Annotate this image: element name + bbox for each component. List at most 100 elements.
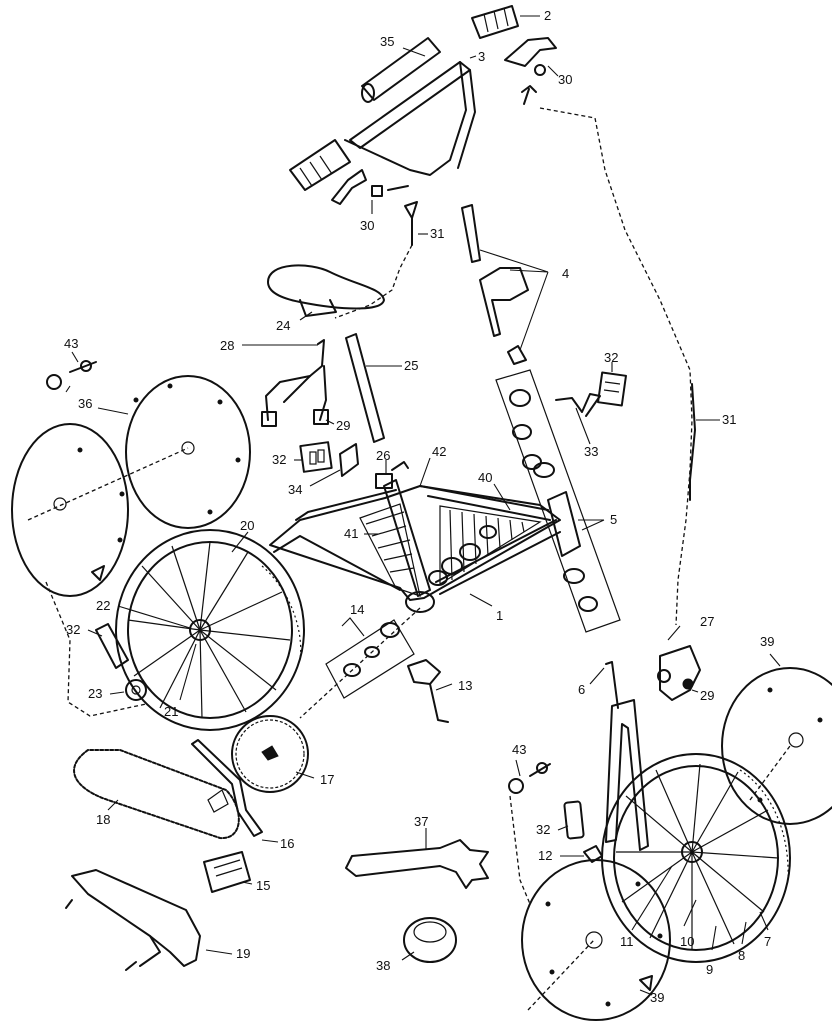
axle-nut-43-right (508, 762, 551, 905)
callout-28: 28 (220, 338, 234, 353)
seat-post (345, 333, 385, 443)
callout-34: 34 (288, 482, 302, 497)
callout-6: 6 (578, 682, 585, 697)
callout-32-upper: 32 (604, 350, 618, 365)
callout-30-right: 30 (558, 72, 572, 87)
callout-43-right: 43 (512, 742, 526, 757)
headset-parts-strip (495, 369, 621, 633)
callout-21: 21 (164, 704, 178, 719)
fork-6 (605, 661, 649, 851)
rear-caliper-brake (261, 339, 329, 427)
callout-5: 5 (610, 512, 617, 527)
reflector-32-seat (299, 441, 333, 473)
callout-7: 7 (764, 934, 771, 949)
pedal-15 (203, 851, 251, 893)
frame (269, 479, 581, 613)
callout-13: 13 (458, 678, 472, 693)
callout-41: 41 (344, 526, 358, 541)
callout-2: 2 (544, 8, 551, 23)
rear-wheel-guide (45, 581, 147, 717)
callout-30-left: 30 (360, 218, 374, 233)
kickstand-13 (407, 659, 449, 723)
brake-lever-right (504, 37, 557, 105)
rear-wheel-guard-36 (11, 375, 251, 597)
frame-gusset-41 (359, 503, 421, 597)
callout-8: 8 (738, 948, 745, 963)
handlebar-grip-right (471, 5, 519, 39)
seat-clamp-26 (375, 461, 409, 489)
stem-clamp (479, 267, 529, 365)
callout-39-right: 39 (760, 634, 774, 649)
hub-cap-38 (403, 917, 457, 963)
crank-arm-16 (191, 739, 263, 837)
callout-32-front: 32 (536, 822, 550, 837)
rear-sprocket-23 (125, 679, 147, 701)
callout-labels: 2 3 35 30 30 31 4 24 28 25 32 33 31 29 3… (64, 8, 781, 1005)
frame-gusset-40 (439, 505, 542, 586)
brake-lever-left (331, 169, 409, 205)
front-wheel-guard-39-lower (521, 859, 671, 1021)
wrench-37 (345, 839, 489, 889)
front-brake-cable-solid (689, 383, 696, 501)
reflector-32-upper (597, 371, 627, 407)
rear-brake-cable (334, 244, 413, 319)
callout-20: 20 (240, 518, 254, 533)
callout-25: 25 (404, 358, 418, 373)
callout-39-lower: 39 (650, 990, 664, 1005)
crank-guide-line (299, 607, 421, 719)
callout-17: 17 (320, 772, 334, 787)
callout-29-front: 29 (700, 688, 714, 703)
callout-40: 40 (478, 470, 492, 485)
axle-nut-43-left (46, 360, 97, 390)
callout-38: 38 (376, 958, 390, 973)
callout-1: 1 (496, 608, 503, 623)
callout-15: 15 (256, 878, 270, 893)
callout-37: 37 (414, 814, 428, 829)
callout-3: 3 (478, 49, 485, 64)
bottom-bracket-kit-14 (325, 619, 415, 699)
callout-35: 35 (380, 34, 394, 49)
callout-23: 23 (88, 686, 102, 701)
callout-33: 33 (584, 444, 598, 459)
chain-18 (73, 749, 240, 840)
reflector-32-front-wheel (563, 800, 585, 840)
callout-36: 36 (78, 396, 92, 411)
front-caliper-brake-27 (657, 645, 701, 701)
front-brake-cable (539, 107, 693, 626)
front-wheel-guard-39-right (721, 667, 832, 825)
callout-11: 11 (620, 934, 634, 949)
callout-27: 27 (700, 614, 714, 629)
callout-42: 42 (432, 444, 446, 459)
brake-cable-end (404, 201, 418, 246)
callout-10: 10 (680, 934, 694, 949)
callout-16: 16 (280, 836, 294, 851)
callout-32-rear: 32 (66, 622, 80, 637)
stem-bolt (461, 204, 481, 263)
callout-22: 22 (96, 598, 110, 613)
callout-9: 9 (706, 962, 713, 977)
callout-29-seat: 29 (336, 418, 350, 433)
callout-12: 12 (538, 848, 552, 863)
callout-24: 24 (276, 318, 290, 333)
callout-31-top: 31 (430, 226, 444, 241)
hub-washer-12 (583, 845, 603, 863)
handlebar-grip-left (289, 139, 351, 191)
callout-43-left: 43 (64, 336, 78, 351)
callout-18: 18 (96, 812, 110, 827)
chainring-17 (231, 715, 309, 793)
callout-19: 19 (236, 946, 250, 961)
callout-26: 26 (376, 448, 390, 463)
reflector-bracket-34 (339, 443, 359, 477)
bottom-bracket-parts (428, 525, 497, 586)
handlebar-pad (361, 37, 441, 103)
saddle (267, 264, 385, 317)
callout-32-seat: 32 (272, 452, 286, 467)
callout-4: 4 (562, 266, 569, 281)
callout-31-right: 31 (722, 412, 736, 427)
front-wheel (601, 753, 791, 963)
chain-guard-19 (65, 869, 201, 971)
rear-wheel (115, 529, 305, 731)
callout-14: 14 (350, 602, 364, 617)
handlebar (344, 61, 476, 176)
